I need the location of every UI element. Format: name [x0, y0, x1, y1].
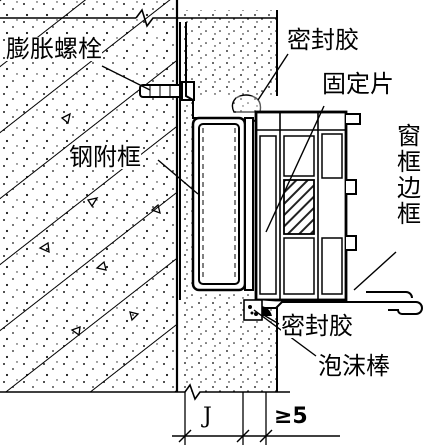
concrete-wall — [0, 0, 179, 392]
window-frame-edge-label: 窗框边框 — [397, 122, 421, 228]
steel-subframe-label: 钢附框 — [69, 143, 141, 171]
min-gap-dimension-label: ≥5 — [274, 404, 308, 429]
top-sealant-label: 密封胶 — [287, 26, 359, 54]
extension-lines — [184, 392, 267, 445]
top-sealant-bead — [231, 94, 262, 114]
gap-dimension-label: J — [203, 404, 212, 429]
break-lines — [0, 8, 290, 401]
steel-subframe-shape — [191, 116, 254, 292]
foam-rod-and-sealant — [243, 299, 272, 321]
fixing-plate-label: 固定片 — [322, 70, 394, 98]
bottom-sealant-label: 密封胶 — [281, 312, 353, 340]
window-frame-profile — [254, 110, 423, 315]
expansion-bolt-label: 膨胀螺栓 — [6, 35, 102, 63]
dimension-line — [172, 429, 340, 443]
foam-rod-label: 泡沫棒 — [318, 352, 390, 380]
